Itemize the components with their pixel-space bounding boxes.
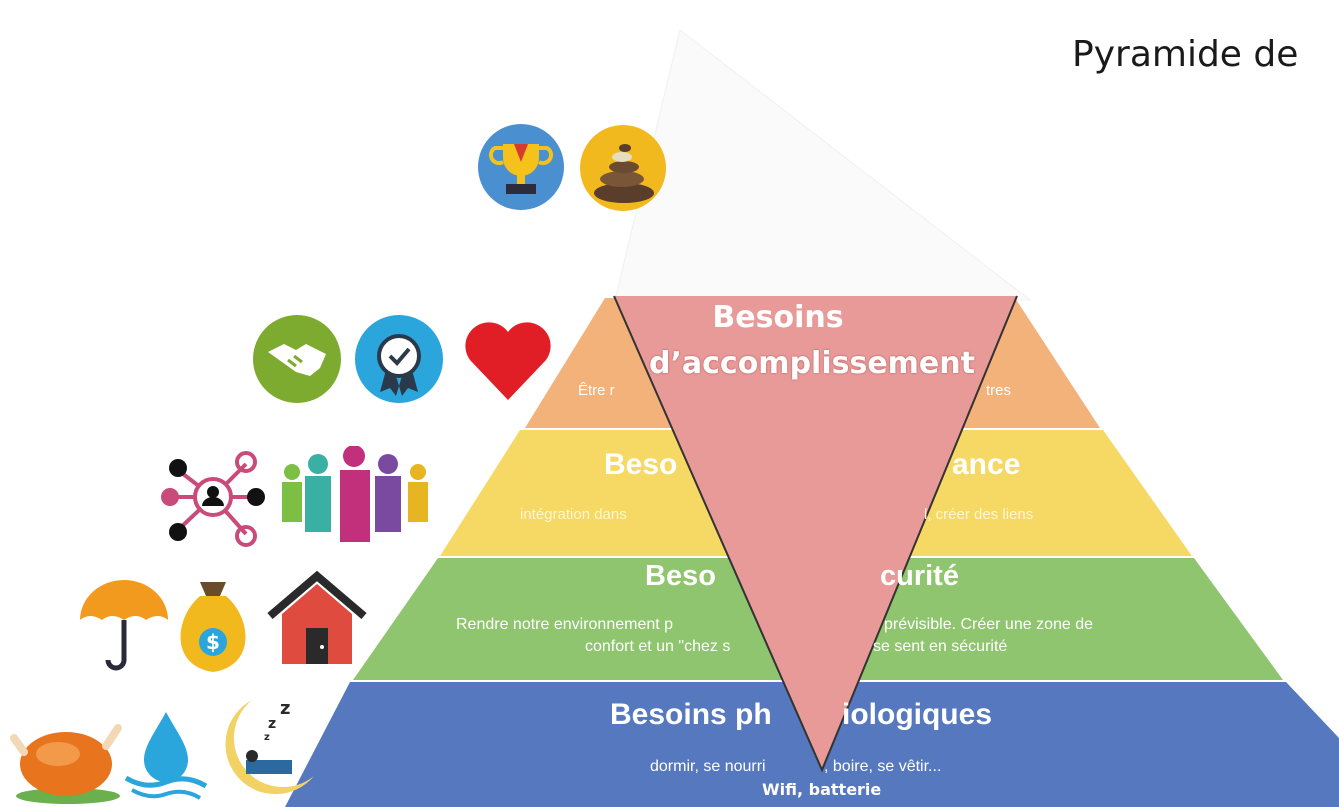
physio-desc-left: dormir, se nourri [650,758,766,775]
securite-title-right: curité [880,560,959,592]
umbrella-icon [80,580,168,671]
physio-desc-right: , boire, se vêtir... [824,758,942,775]
svg-text:z: z [264,732,270,743]
appartenance-desc-left: intégration dans [520,506,627,523]
money-bag-icon: $ [180,582,246,672]
physio-title-right: iologiques [842,698,992,731]
appartenance-title-left: Beso [604,448,678,481]
estime-desc-right: tres [986,382,1012,399]
overlay-title-line1: Besoins [712,300,844,335]
securite-desc-line2-left: confort et un "chez s [585,638,731,655]
physio-title-left: Besoins ph [610,698,772,731]
house-icon [267,570,367,664]
svg-text:z: z [280,698,290,719]
svg-text:z: z [268,716,276,732]
heart-icon [465,322,551,400]
accomplishment-overlay-triangle [614,296,1017,770]
svg-text:$: $ [206,630,220,654]
securite-desc-line1-right: prévisible. Créer une zone de [884,616,1094,633]
people-icon [282,446,428,542]
handshake-icon [253,315,341,403]
overlay-title-line2: d’accomplissement [649,346,975,381]
sleep-moon-icon: z z z [225,698,314,795]
water-drop-icon [124,712,208,800]
zen-stones-icon [580,125,666,211]
appartenance-title-right: ance [952,448,1021,481]
appartenance-desc-right: l, créer des liens [924,506,1034,523]
pyramid-outline [614,29,1032,301]
wifi-battery-note: Wifi, batterie [762,780,882,799]
securite-desc-line1-left: Rendre notre environnement p [456,616,674,633]
page-title: Pyramide de [1072,34,1299,75]
network-icon [161,451,265,547]
chicken-icon [10,724,122,804]
trophy-icon [478,124,564,210]
securite-title-left: Beso [645,560,716,592]
securite-desc-line2-right: se sent en sécurité [873,638,1008,655]
estime-desc-left: Être r [578,382,615,399]
badge-icon [355,315,443,403]
